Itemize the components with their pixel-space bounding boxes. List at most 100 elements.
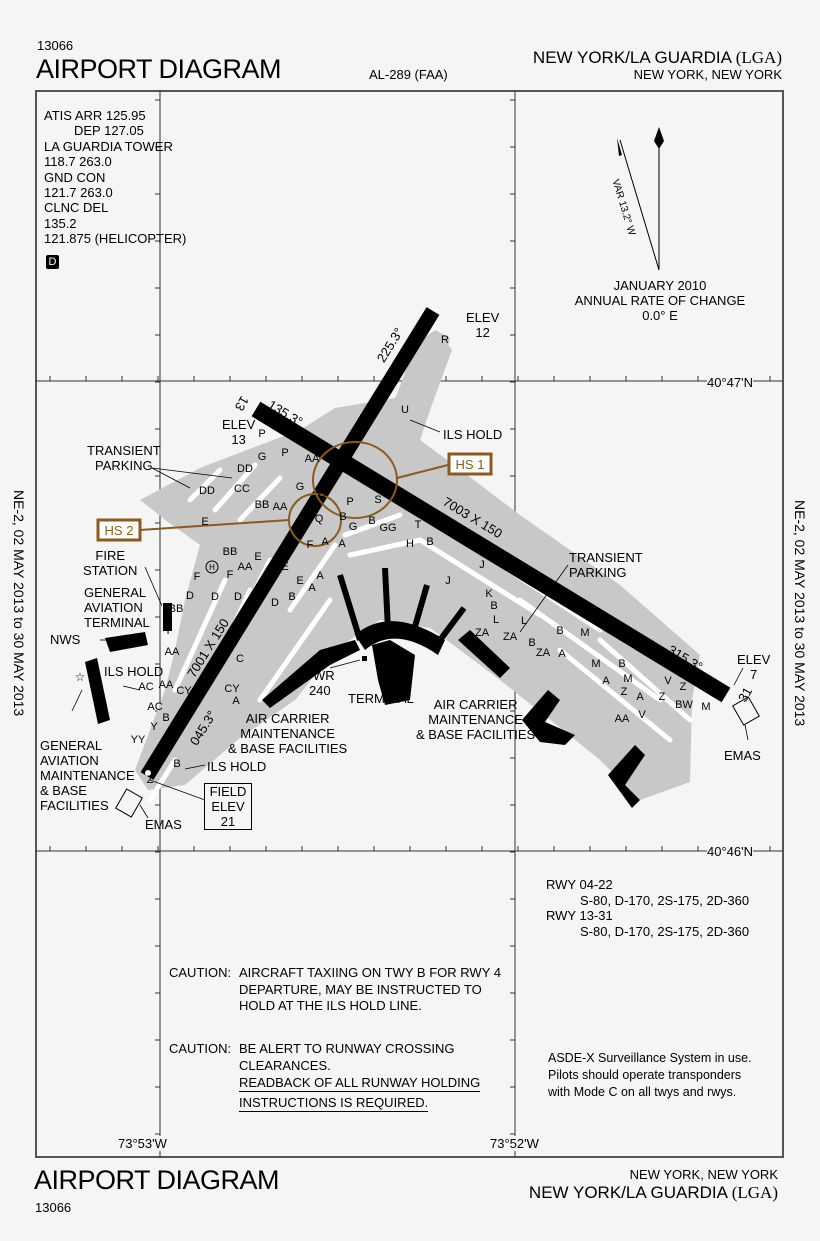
elev-22-title: ELEV: [466, 310, 500, 325]
taxiway-label: AC: [138, 681, 153, 693]
twr-l1: TWR: [305, 668, 335, 683]
taxiway-label: BB: [223, 546, 238, 558]
taxiway-label: B: [288, 591, 295, 603]
taxiway-label: D: [271, 597, 279, 609]
taxiway-label: D: [234, 591, 242, 603]
footer-chart-number: 13066: [35, 1200, 72, 1215]
footer-airport-id: (LGA): [731, 1183, 778, 1202]
chart-number: 13066: [37, 38, 74, 53]
taxiway-label: ZA: [475, 627, 490, 639]
ga-maintenance-building: [85, 658, 110, 724]
air-carrier-hangar-east: [458, 630, 510, 678]
taxiway-label: AA: [238, 561, 253, 573]
frame: [35, 90, 784, 1158]
taxiway-label: H: [406, 538, 414, 550]
freq-clnc: 135.2: [44, 215, 77, 231]
hot-spot-1-box[interactable]: [447, 452, 493, 476]
taxiway-label: DD: [237, 463, 253, 475]
caution-2: CAUTION: BE ALERT TO RUNWAY CROSSING CLE…: [169, 1041, 481, 1112]
tp-w-l1: TRANSIENT: [87, 443, 161, 458]
taxiway-label: AA: [273, 501, 288, 513]
hot-spot-1-label[interactable]: HS 1: [456, 457, 485, 472]
taxiway-label: D: [211, 591, 219, 603]
taxiway-label: R: [352, 463, 360, 475]
taxiway-label: U: [401, 404, 409, 416]
freq-atis-dep: DEP 127.05: [74, 123, 144, 139]
taxiway-label: DD: [199, 485, 215, 497]
lat-south: 40°46'N: [707, 844, 753, 859]
taxiway-label: P: [258, 428, 265, 440]
taxiway-label: M: [591, 658, 600, 670]
acw-l3: & BASE FACILITIES: [228, 741, 348, 756]
taxiway-label: L: [521, 615, 527, 627]
elev-22-value: 12: [475, 325, 490, 340]
fs-l1: FIRE: [95, 548, 126, 563]
lon-east: 73°52'W: [490, 1136, 539, 1151]
twr-l2: 240: [308, 683, 331, 698]
taxiway-label: AA: [165, 646, 180, 658]
taxiway-label: F: [267, 567, 274, 579]
taxiway-label: Z: [147, 774, 154, 786]
elev-13-value: 13: [231, 432, 246, 447]
acw-l1: AIR CARRIER: [245, 711, 330, 726]
hot-spot-2-box[interactable]: [96, 518, 142, 542]
asde-line-1: ASDE-X Surveillance System in use.: [548, 1051, 752, 1065]
lat-north: 40°47'N: [707, 375, 753, 390]
taxiway-label: B: [556, 625, 563, 637]
taxiway-label: CY: [176, 685, 192, 697]
fs-l2: STATION: [83, 563, 138, 578]
runway-04-22: [140, 307, 440, 780]
gam-l5: FACILITIES: [40, 798, 109, 813]
freq-tower-label: LA GUARDIA TOWER: [44, 138, 173, 154]
terminal-building: [355, 621, 445, 655]
nws-label: NWS: [50, 632, 81, 647]
caution-1-line-2: DEPARTURE, MAY BE INSTRUCTED TO: [239, 981, 482, 997]
field-elevation-point: [145, 770, 151, 776]
taxiway-label: A: [558, 648, 566, 660]
taxiway-label: AA: [615, 713, 630, 725]
footer-airport-name: NEW YORK/LA GUARDIA: [528, 1183, 727, 1202]
hot-spots: [139, 441, 449, 547]
hot-spot-2-label[interactable]: HS 2: [105, 523, 134, 538]
procedure-id: AL-289 (FAA): [369, 67, 448, 82]
taxiway-label: G: [296, 481, 305, 493]
taxiway-label: T: [415, 519, 422, 531]
magnetic-north-arrow-icon: [617, 138, 622, 156]
ils-hold-west: ILS HOLD: [104, 664, 164, 679]
taxiway-label: A: [308, 582, 316, 594]
variation-date: JANUARY 2010: [613, 278, 707, 293]
caution-1-line-1: AIRCRAFT TAXIING ON TWY B FOR RWY 4: [239, 965, 501, 980]
strength-values-2: S-80, D-170, 2S-175, 2D-360: [580, 923, 750, 939]
hot-spot-1-circle: [312, 441, 398, 519]
strength-rwy-2: RWY 13-31: [546, 908, 613, 923]
variation-rate-label: ANNUAL RATE OF CHANGE: [574, 293, 746, 308]
taxiway-label: GG: [379, 522, 396, 534]
true-north-arrow-icon: [654, 127, 664, 149]
taxiway-label: E: [281, 561, 288, 573]
taxiway-label: B: [528, 637, 535, 649]
fe-l1: FIELD: [209, 784, 247, 799]
taxiway-label: J: [479, 559, 485, 571]
ace-l1: AIR CARRIER: [433, 697, 518, 712]
runway-13-31: [251, 401, 731, 703]
taxiway-label: F: [227, 569, 234, 581]
asde-notice: ASDE-X Surveillance System in use. Pilot…: [548, 1050, 752, 1101]
taxiway-label: B: [162, 712, 169, 724]
taxiway-label: B: [368, 515, 375, 527]
airport-id: (LGA): [735, 48, 782, 67]
asde-line-3: with Mode C on all twys and rwys.: [548, 1085, 737, 1099]
taxiway-label: Z: [680, 681, 687, 693]
taxiway-label: BB: [169, 603, 184, 615]
leader-lines: [71, 419, 749, 819]
caution-2-line-1: BE ALERT TO RUNWAY CROSSING: [239, 1041, 455, 1056]
ils-hold-south: ILS HOLD: [207, 759, 267, 774]
runway-strength: RWY 04-22 S-80, D-170, 2S-175, 2D-360 RW…: [546, 877, 749, 939]
